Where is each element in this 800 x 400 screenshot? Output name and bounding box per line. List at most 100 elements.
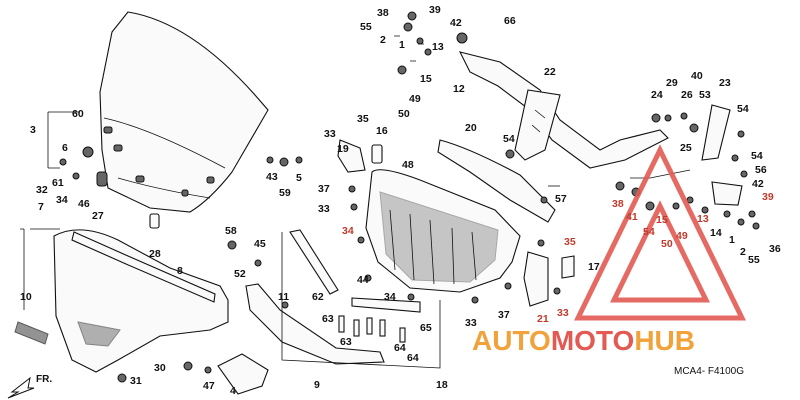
callout-number: 64 bbox=[407, 352, 419, 364]
callout-number: 35 bbox=[564, 236, 576, 248]
callout-number: 56 bbox=[755, 164, 767, 176]
callout-number: 30 bbox=[154, 362, 166, 374]
callout-number: 58 bbox=[225, 225, 237, 237]
callout-number: 48 bbox=[402, 159, 414, 171]
callout-number: 22 bbox=[544, 66, 556, 78]
callout-number: 60 bbox=[72, 108, 84, 120]
callout-number: 21 bbox=[537, 313, 549, 325]
moldings bbox=[289, 229, 421, 343]
callout-number: 10 bbox=[20, 291, 32, 303]
callout-number: 28 bbox=[149, 248, 161, 260]
callout-number: 25 bbox=[680, 142, 692, 154]
callout-number: 36 bbox=[769, 243, 781, 255]
windscreen-mount-hole bbox=[113, 144, 123, 152]
callout-number: 13 bbox=[697, 213, 709, 225]
callout-number: 40 bbox=[691, 70, 703, 82]
callout-number: 47 bbox=[203, 380, 215, 392]
callout-number: 19 bbox=[337, 143, 349, 155]
mirror-bracket bbox=[701, 104, 743, 206]
watermark-triangle-inner bbox=[609, 200, 711, 303]
leader-lines bbox=[20, 35, 691, 310]
watermark-part2: MOTO bbox=[551, 325, 634, 356]
callout-number: 27 bbox=[92, 210, 104, 222]
watermark-triangle-outer bbox=[573, 144, 747, 321]
callout-number: 50 bbox=[398, 108, 410, 120]
callout-number: 4 bbox=[230, 385, 236, 397]
callout-number: 3 bbox=[30, 124, 36, 136]
front-arrow-icon bbox=[7, 376, 35, 399]
callout-number: 23 bbox=[719, 77, 731, 89]
front-label: FR. bbox=[36, 374, 52, 385]
watermark-text: AUTOMOTOHUB bbox=[472, 325, 695, 356]
callout-number: 52 bbox=[234, 268, 246, 280]
windscreen bbox=[99, 11, 269, 213]
callout-number: 29 bbox=[666, 77, 678, 89]
callout-number: 34 bbox=[56, 194, 68, 206]
callout-number: 59 bbox=[279, 187, 291, 199]
callout-number: 49 bbox=[409, 93, 421, 105]
callout-number: 14 bbox=[710, 227, 722, 239]
callout-number: 11 bbox=[278, 291, 289, 303]
callout-number: 18 bbox=[436, 379, 448, 391]
callout-number: 61 bbox=[52, 177, 64, 189]
side-pieces bbox=[337, 139, 575, 307]
callout-number: 65 bbox=[420, 322, 432, 334]
stay-bracket bbox=[458, 51, 669, 169]
callout-number: 24 bbox=[651, 89, 663, 101]
watermark-part3: HUB bbox=[634, 325, 695, 356]
callout-number: 38 bbox=[612, 198, 624, 210]
windscreen-mount-hole bbox=[181, 189, 189, 197]
watermark-part1: AUTO bbox=[472, 325, 551, 356]
callout-number: 41 bbox=[626, 211, 638, 223]
callout-number: 6 bbox=[62, 142, 68, 154]
callout-number: 15 bbox=[656, 214, 668, 226]
callout-number: 38 bbox=[377, 7, 389, 19]
front-direction-indicator: FR. bbox=[7, 374, 52, 399]
callout-number: 64 bbox=[394, 342, 406, 354]
windscreen-mount-hole bbox=[135, 175, 145, 183]
callout-number: 54 bbox=[737, 103, 749, 115]
callout-number: 62 bbox=[312, 291, 324, 303]
callout-number: 32 bbox=[36, 184, 48, 196]
diagram-code: MCA4- F4100G bbox=[674, 366, 744, 377]
callout-number: 1 bbox=[399, 39, 405, 51]
callout-number: 9 bbox=[314, 379, 320, 391]
callout-number: 49 bbox=[676, 230, 688, 242]
callout-number: 1 bbox=[729, 234, 735, 246]
callout-number: 12 bbox=[453, 83, 465, 95]
callout-number: 46 bbox=[78, 198, 90, 210]
callout-number: 55 bbox=[360, 21, 372, 33]
callout-number: 33 bbox=[318, 203, 330, 215]
center-cowl bbox=[365, 169, 521, 293]
inner-panel bbox=[245, 283, 385, 365]
callout-number: 7 bbox=[38, 201, 44, 213]
callout-number: 26 bbox=[681, 89, 693, 101]
hardware bbox=[59, 11, 760, 383]
callout-number: 15 bbox=[420, 73, 432, 85]
windscreen-mount-hole bbox=[103, 126, 113, 134]
trim-strip bbox=[437, 139, 556, 223]
callout-number: 33 bbox=[465, 317, 477, 329]
callout-number: 55 bbox=[748, 254, 760, 266]
bracket-group-outline bbox=[281, 232, 441, 369]
lower-cowl bbox=[53, 229, 229, 373]
callout-number: 63 bbox=[340, 336, 352, 348]
callout-number: 39 bbox=[429, 4, 441, 16]
callout-number: 13 bbox=[432, 41, 444, 53]
callout-number: 20 bbox=[465, 122, 477, 134]
callout-number: 54 bbox=[751, 150, 763, 162]
callout-number: 42 bbox=[450, 17, 462, 29]
callout-number: 66 bbox=[504, 15, 516, 27]
callout-number: 39 bbox=[762, 191, 774, 203]
callout-number: 2 bbox=[740, 246, 746, 258]
strip bbox=[14, 321, 49, 345]
callout-number: 33 bbox=[557, 307, 569, 319]
callout-number: 37 bbox=[318, 183, 330, 195]
callout-number: 43 bbox=[266, 171, 278, 183]
panel-4 bbox=[217, 353, 269, 395]
callout-number: 54 bbox=[503, 133, 515, 145]
callout-number: 50 bbox=[661, 238, 673, 250]
